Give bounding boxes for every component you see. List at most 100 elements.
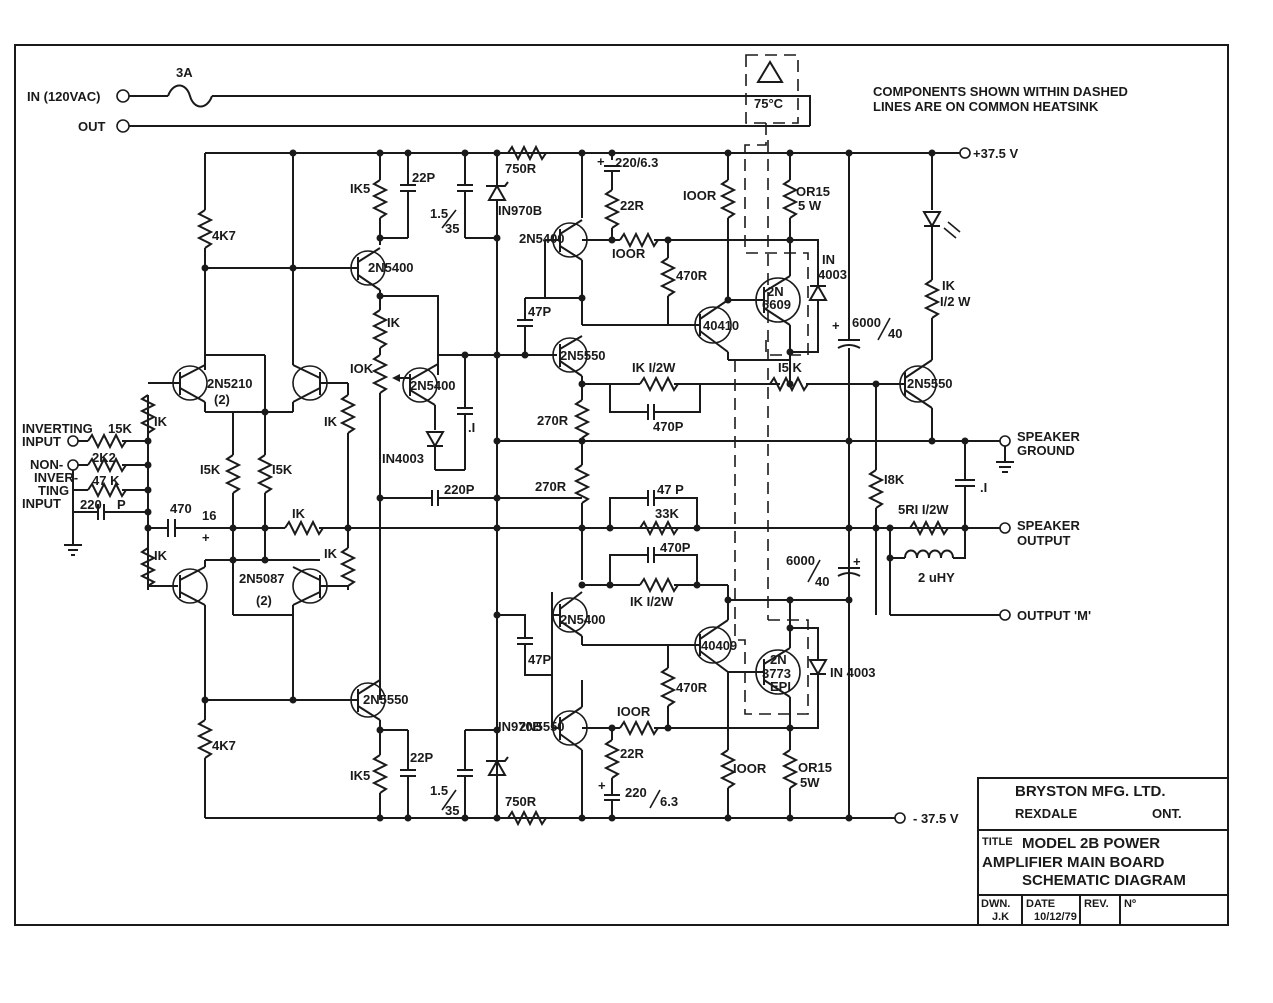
r-0r15-bot-label-2: 5W [800,775,820,790]
top-zener-section: 1.5 35 IN970B 750R 2N5400 + 220/6.3 22R [430,144,790,820]
r-1k-d [339,547,357,587]
company-name: BRYSTON MFG. LTD. [1015,783,1166,800]
r-4k7-bot [196,719,214,759]
r-22r-bot [603,739,621,779]
drawn-tag: DWN. [981,898,1010,910]
speaker-output-label-2: OUTPUT [1017,533,1071,548]
c-220p-in-label: 220 [80,497,102,512]
inverting-input-terminal [67,435,79,447]
noninv-label-3: TING [38,483,69,498]
r-15k-b-label: I5K [272,462,293,477]
title-line-3: SCHEMATIC DIAGRAM [1022,872,1186,889]
d-1n4003-bot [808,659,828,677]
r-100r-c-label: IOOR [733,761,767,776]
r-22r-bot-label: 22R [620,746,644,761]
r-750r-bot-label: 750R [505,794,537,809]
output-m-terminal [999,609,1011,621]
r-1k-c-label: IK [154,548,168,563]
r-15k-a [224,454,242,494]
q-40410 [694,306,732,344]
c-1-5-top: 1.5 [430,206,448,221]
speaker-ground-terminal [999,435,1011,447]
r-470r-top-label: 470R [676,268,708,283]
r-33k [639,519,679,537]
c-1-5-bot: 1.5 [430,783,448,798]
r-47k-label: 47 K [92,473,120,488]
out-label: OUT [78,119,106,134]
c-22p-top-label: 22P [412,170,435,185]
q-2n3773-label-b: 3773 [762,666,791,681]
r-1k-half-top-label: IK I/2W [632,360,676,375]
neg-supply-terminal [894,812,906,824]
d-1n4003-mid [425,431,445,449]
r-100r-b [719,179,737,219]
c-470p-b-label: 470P [660,540,691,555]
noninv-label-2: INVER- [34,470,78,485]
q-2n5400-vas-bot-label: 2N5400 [560,612,606,627]
r-0r15-top-label-2: 5 W [798,198,822,213]
c-35-top: 35 [445,221,459,236]
r-5r1-label: 5RI I/2W [898,502,949,517]
q-40409-label: 40409 [701,638,737,653]
r-100r-a [619,231,659,249]
title-line-2: AMPLIFIER MAIN BOARD [982,854,1165,871]
r-4k7-top-label: 4K7 [212,228,236,243]
r-270r-a-label: 270R [537,413,569,428]
lower-vas: IK I/2W 470P 2N5400 47P 40409 [493,528,876,818]
r-1k-half-bot [639,576,679,594]
in-terminal [116,89,130,103]
r-5r1 [909,519,949,537]
title-line-1: MODEL 2B POWER [1022,835,1160,852]
r-100r-d [619,719,659,737]
q-2n5550-right-label: 2N5550 [907,376,953,391]
d-1n4003-bot-label: IN 4003 [830,665,876,680]
r-100r-b-label: IOOR [683,188,717,203]
c-47p-b-label: 47P [528,652,551,667]
svg-text:+: + [202,530,210,545]
r-100r-d-label: IOOR [617,704,651,719]
r-10k-pot [371,354,389,394]
d-1n4003-top-label-1: IN [822,252,835,267]
thermal-switch-label: 75°C [754,96,784,111]
q-2n5087-label: 2N5087 [239,571,285,586]
drawn-value: J.K [992,911,1009,923]
q-2n3773-label-c: EPI [770,679,791,694]
r-0r15-bot-label-1: OR15 [798,760,832,775]
r-750r-bot [507,809,547,827]
svg-text:+: + [853,554,861,569]
r-4k7-bot-label: 4K7 [212,738,236,753]
noninv-label-1: NON- [30,457,63,472]
noninv-input-terminal [67,459,79,471]
q-40410-label: 40410 [703,318,739,333]
r-4k7-top [196,209,214,249]
r-1k5-top-label: IK5 [350,181,370,196]
d-1n970b-top [487,183,507,201]
r-1k-a [139,394,157,434]
bias-section: IK5 22P 2N5400 IK IOK 2N5400 IN4003 [345,153,582,700]
q-2n5550-drv-bot-label: 2N5550 [519,719,565,734]
c-47p-a-label: 47P [528,304,551,319]
c-220p-label: 220P [444,482,475,497]
r-1k-mid [284,519,324,537]
speaker-output-label-1: SPEAKER [1017,518,1080,533]
c-6000-bot-a: 6000 [786,553,815,568]
date-value: 10/12/79 [1034,911,1077,923]
r-1k-d-label: IK [324,546,338,561]
r-1k5-bot-label: IK5 [350,768,370,783]
c-6000-top-b: 40 [888,326,902,341]
r-18k [867,469,885,509]
output-stage-top: IOOR 40410 2N 6609 OR15 5 W IN 4003 [683,123,902,818]
c-220-top-label: 220/6.3 [615,155,658,170]
c-dot1-a: .I [468,420,475,435]
r-18k-label: I8K [884,472,905,487]
heatsink-note-1: COMPONENTS SHOWN WITHIN DASHED [873,84,1128,99]
c-47p-c-label: 47 P [657,482,684,497]
c-6000-bot-b: 40 [815,574,829,589]
q-2n6609-label-a: 2N [767,284,784,299]
thermal-switch-symbol [756,60,784,83]
q-2n5210-label: 2N5210 [207,376,253,391]
c-470-16-a: 470 [170,501,192,516]
rev-tag: REV. [1084,898,1109,910]
pos-supply-label: +37.5 V [973,146,1019,161]
c-63-bot-label: 6.3 [660,794,678,809]
